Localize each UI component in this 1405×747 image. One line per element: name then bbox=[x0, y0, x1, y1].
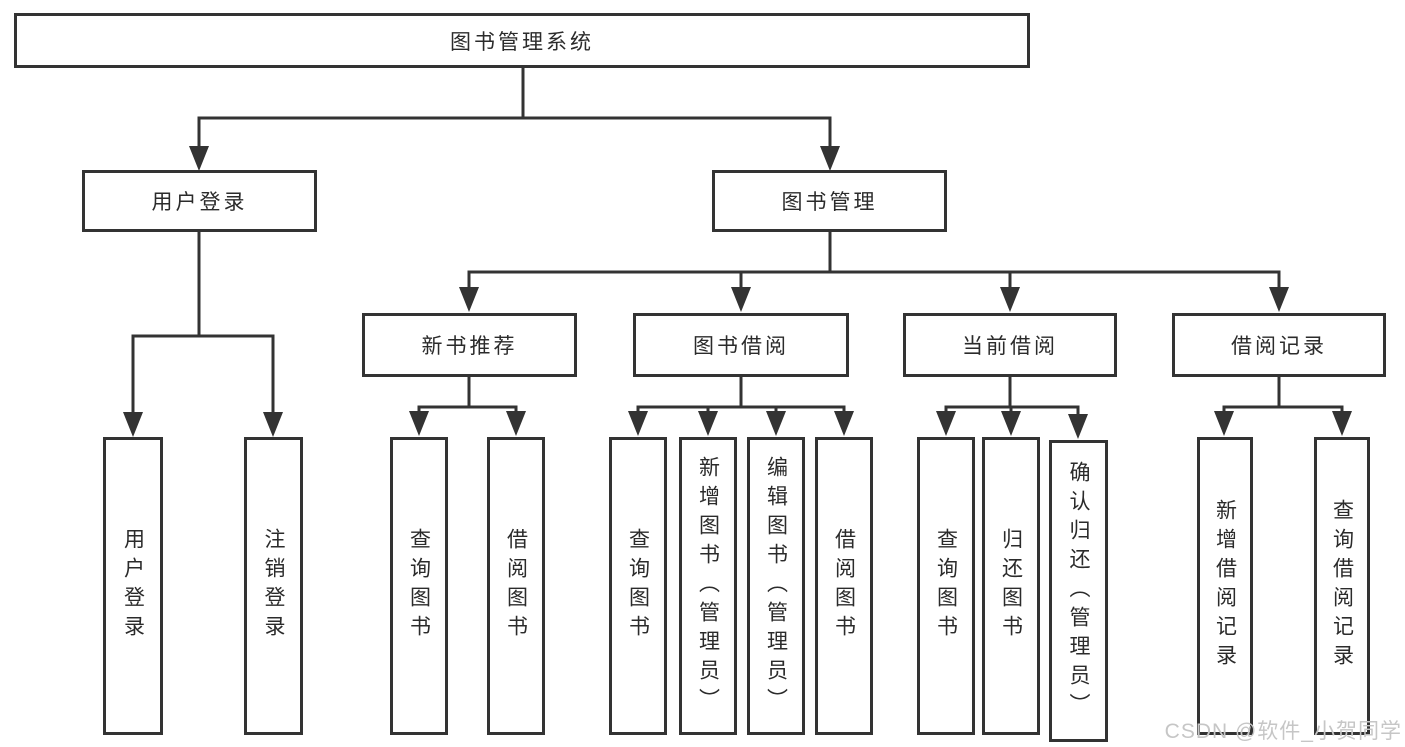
arrow-down-icon bbox=[123, 412, 143, 437]
connector-root-to-level2 bbox=[197, 66, 832, 152]
arrow-down-icon bbox=[1000, 287, 1020, 312]
arrow-down-icon bbox=[1068, 414, 1088, 439]
node-user-login: 用户登录 bbox=[82, 170, 317, 232]
arrow-down-icon bbox=[506, 411, 526, 436]
leaf-logout-label: 注销登录 bbox=[262, 528, 285, 644]
leaf-confirm-return-admin-label: 确认归还（管理员） bbox=[1067, 460, 1090, 722]
node-book-borrow-label: 图书借阅 bbox=[693, 335, 789, 358]
leaf-add-borrow-record: 新增借阅记录 bbox=[1197, 437, 1253, 735]
leaf-edit-book-admin-label: 编辑图书（管理员） bbox=[764, 455, 788, 717]
connector-userlogin-to-leaves bbox=[131, 230, 275, 417]
leaf-edit-book-admin: 编辑图书（管理员） bbox=[747, 437, 805, 735]
leaf-return-book-label: 归还图书 bbox=[999, 528, 1023, 644]
arrow-down-icon bbox=[409, 411, 429, 436]
node-borrow-records: 借阅记录 bbox=[1172, 313, 1386, 377]
arrow-down-icon bbox=[628, 411, 648, 436]
arrow-down-icon bbox=[698, 411, 718, 436]
arrow-down-icon bbox=[1001, 411, 1021, 436]
arrow-down-icon bbox=[263, 412, 283, 437]
arrow-down-icon bbox=[936, 411, 956, 436]
leaf-borrow-book-recommend: 借阅图书 bbox=[487, 437, 545, 735]
csdn-watermark: CSDN @软件_小贺同学 bbox=[1164, 720, 1402, 743]
node-user-login-label: 用户登录 bbox=[151, 191, 248, 214]
arrow-down-icon bbox=[766, 411, 786, 436]
arrow-down-icon bbox=[1214, 411, 1234, 436]
leaf-confirm-return-admin: 确认归还（管理员） bbox=[1049, 440, 1108, 742]
arrow-down-icon bbox=[1332, 411, 1352, 436]
leaf-query-borrow-record-label: 查询借阅记录 bbox=[1330, 499, 1354, 673]
node-book-borrow: 图书借阅 bbox=[633, 313, 849, 377]
node-new-book-recommend: 新书推荐 bbox=[362, 313, 577, 377]
arrow-down-icon bbox=[1269, 287, 1289, 312]
leaf-borrow-book-label: 借阅图书 bbox=[832, 528, 856, 644]
leaf-add-book-admin: 新增图书（管理员） bbox=[679, 437, 737, 735]
leaf-query-book-recommend-label: 查询图书 bbox=[407, 528, 431, 644]
arrow-down-icon bbox=[189, 146, 209, 171]
leaf-query-book-current: 查询图书 bbox=[917, 437, 975, 735]
arrow-down-icon bbox=[820, 146, 840, 171]
node-root: 图书管理系统 bbox=[14, 13, 1030, 68]
leaf-borrow-book: 借阅图书 bbox=[815, 437, 873, 735]
arrow-down-icon bbox=[834, 411, 854, 436]
node-book-management-label: 图书管理 bbox=[781, 191, 878, 214]
leaf-query-book-current-label: 查询图书 bbox=[934, 528, 958, 644]
leaf-query-book-borrow-label: 查询图书 bbox=[626, 528, 650, 644]
leaf-add-book-admin-label: 新增图书（管理员） bbox=[696, 455, 720, 717]
connector-recommend-to-leaves bbox=[417, 375, 518, 416]
leaf-user-login-label: 用户登录 bbox=[121, 528, 145, 644]
node-borrow-records-label: 借阅记录 bbox=[1231, 335, 1327, 358]
leaf-query-book-borrow: 查询图书 bbox=[609, 437, 667, 735]
node-current-borrow: 当前借阅 bbox=[903, 313, 1117, 377]
leaf-return-book: 归还图书 bbox=[982, 437, 1040, 735]
connector-bookmgmt-to-level3 bbox=[467, 230, 1281, 292]
leaf-add-borrow-record-label: 新增借阅记录 bbox=[1213, 499, 1237, 673]
arrow-down-icon bbox=[731, 287, 751, 312]
node-current-borrow-label: 当前借阅 bbox=[962, 335, 1058, 358]
leaf-query-book-recommend: 查询图书 bbox=[390, 437, 448, 735]
node-new-book-recommend-label: 新书推荐 bbox=[421, 335, 518, 358]
leaf-query-borrow-record: 查询借阅记录 bbox=[1314, 437, 1370, 735]
leaf-logout: 注销登录 bbox=[244, 437, 303, 735]
connector-borrow-to-leaves bbox=[636, 375, 846, 416]
arrow-down-icon bbox=[459, 287, 479, 312]
leaf-borrow-book-recommend-label: 借阅图书 bbox=[504, 528, 528, 644]
connector-records-to-leaves bbox=[1222, 375, 1344, 416]
leaf-user-login: 用户登录 bbox=[103, 437, 163, 735]
node-root-label: 图书管理系统 bbox=[450, 30, 594, 54]
node-book-management: 图书管理 bbox=[712, 170, 947, 232]
